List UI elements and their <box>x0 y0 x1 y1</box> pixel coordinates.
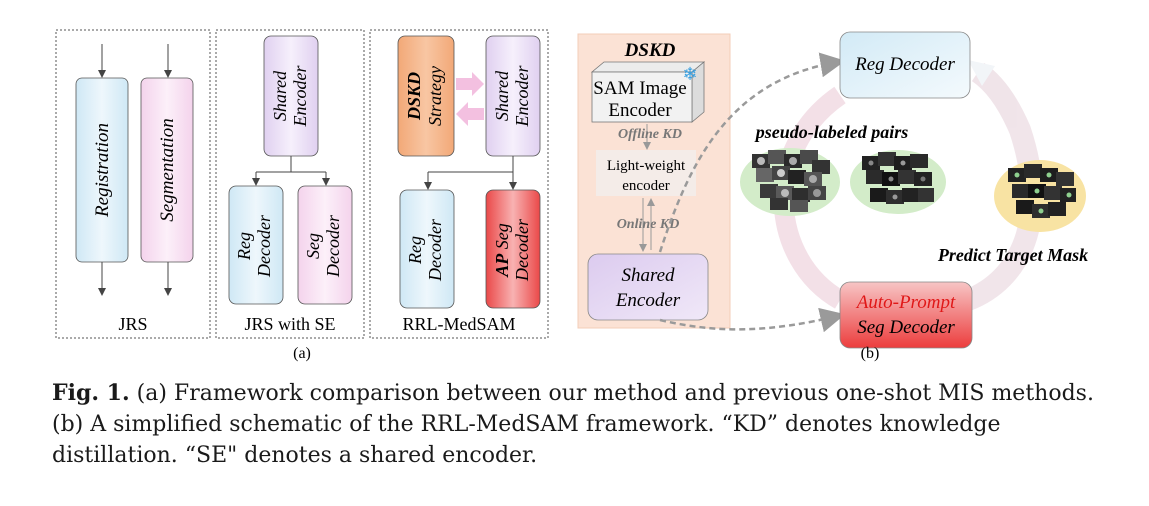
mri-cluster-1 <box>740 148 840 216</box>
dskd-strategy-block <box>397 35 455 157</box>
shared-b-line2: Encoder <box>615 290 681 311</box>
predict-target-mask-label: Predict Target Mask <box>937 245 1088 265</box>
rrl-medsam-caption: RRL-MedSAM <box>402 314 515 334</box>
online-kd-label: Online KD <box>617 217 680 232</box>
lw-line1: Light-weight <box>607 158 686 174</box>
rrl-medsam-panel: DSKD Strategy Shared Encoder Reg Decoder… <box>369 29 549 339</box>
sam-line2: Encoder <box>608 100 672 121</box>
reg-decoder-block <box>228 185 284 305</box>
sam-line1: SAM Image <box>593 78 686 99</box>
jrs-panel: Registration Segmentation JRS <box>55 29 211 339</box>
reg-decoder-word1: Reg <box>234 232 254 261</box>
seg-decoder-word2: Decoder <box>323 214 343 278</box>
jrs-se-caption: JRS with SE <box>244 314 335 334</box>
snowflake-icon: ❄ <box>682 64 697 84</box>
figure-label: Fig. 1. <box>52 380 130 406</box>
mri-cluster-3 <box>994 160 1086 232</box>
segmentation-label: Segmentation <box>157 118 178 221</box>
auto-prompt-label: Auto-Prompt <box>855 292 956 313</box>
rrl-reg-decoder-block <box>399 189 455 309</box>
ap-seg-label: AP Seg <box>492 223 512 278</box>
caption-text: (a) Framework comparison between our met… <box>52 381 1094 468</box>
shared-b-line1: Shared <box>621 265 675 286</box>
dskd-panel: DSKD ❄ SAM Image Encoder Offline KD Ligh… <box>577 33 731 329</box>
ap-seg-decoder-block <box>485 189 541 309</box>
ap-decoder-word: Decoder <box>512 218 532 282</box>
reg-decoder-b-label: Reg Decoder <box>854 54 955 75</box>
rrl-shared-word2: Encoder <box>512 65 532 128</box>
dskd-strategy-label: Strategy <box>425 66 445 126</box>
sam-image-encoder <box>591 71 693 123</box>
figure-caption: Fig. 1. (a) Framework comparison between… <box>52 378 1114 471</box>
rrl-reg-word2: Decoder <box>425 218 445 282</box>
panel-a-sublabel: (a) <box>293 345 311 362</box>
auto-prompt-seg-decoder-b <box>839 281 973 349</box>
offline-kd-label: Offline KD <box>618 127 682 142</box>
pseudo-pairs-label: pseudo-labeled pairs <box>754 122 909 142</box>
reg-decoder-b <box>839 31 971 99</box>
dskd-title: DSKD <box>624 40 676 61</box>
panel-b-sublabel: (b) <box>861 345 880 362</box>
dskd-bold-label: DSKD <box>404 72 424 121</box>
mri-cluster-2 <box>850 150 946 214</box>
rrl-shared-word1: Shared <box>492 70 512 121</box>
shared-encoder-word2: Encoder <box>290 65 310 128</box>
jrs-caption: JRS <box>118 314 147 334</box>
shared-encoder-word1: Shared <box>270 70 290 121</box>
seg-decoder-b-label: Seg Decoder <box>857 317 955 338</box>
segmentation-block <box>140 77 194 263</box>
jrs-se-panel: Shared Encoder Reg Decoder Seg Decoder J… <box>215 29 365 339</box>
light-weight-encoder <box>596 150 696 196</box>
framework-diagram: Registration Segmentation JRS Shared Enc… <box>55 29 1088 362</box>
shared-encoder-b <box>587 253 709 321</box>
reg-decoder-word2: Decoder <box>254 214 274 278</box>
rrl-reg-word1: Reg <box>405 236 425 265</box>
lw-line2: encoder <box>622 178 669 194</box>
registration-label: Registration <box>92 123 113 218</box>
seg-decoder-block <box>297 185 353 305</box>
seg-decoder-word1: Seg <box>303 233 323 259</box>
